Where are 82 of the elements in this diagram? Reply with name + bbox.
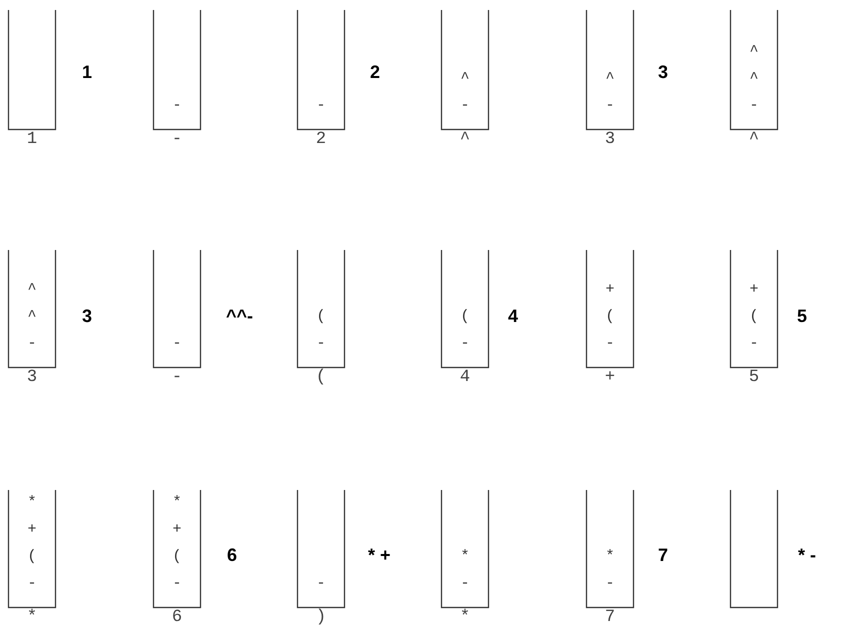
stack-item: - [316, 98, 326, 114]
stack-item: - [749, 336, 758, 352]
output-text: 3 [658, 62, 668, 82]
stack [730, 490, 778, 608]
output-text: 6 [227, 545, 238, 565]
stack-item: - [605, 576, 614, 592]
stack-item: ^ [749, 44, 758, 60]
stack-item: * [605, 549, 614, 565]
stack-item: - [605, 98, 614, 114]
output-text: * + [368, 545, 391, 565]
stack-item: ( [172, 549, 182, 565]
stack-item: - [27, 576, 36, 592]
stack [297, 250, 345, 368]
stack-item: ^ [460, 71, 470, 87]
stack-item: * [27, 495, 36, 511]
input-symbol: 5 [748, 369, 760, 387]
input-symbol: - [170, 369, 184, 387]
stack-item: - [172, 336, 182, 352]
stack-item: - [316, 576, 326, 592]
stack [586, 490, 634, 608]
stack-item: ( [27, 549, 36, 565]
output-text: 5 [797, 306, 808, 326]
stack-item: ( [460, 309, 470, 325]
input-symbol: ) [314, 609, 328, 627]
stack [153, 10, 201, 130]
stack-item: - [605, 336, 614, 352]
output-text: 3 [82, 306, 92, 326]
stack-item: - [460, 336, 470, 352]
input-symbol: * [458, 609, 472, 627]
stack-item: ( [605, 309, 614, 325]
stack [730, 250, 778, 368]
input-symbol: ^ [748, 131, 760, 149]
stack-item: ^ [27, 309, 36, 325]
stack [586, 250, 634, 368]
input-symbol: ( [314, 369, 328, 387]
input-symbol: - [170, 131, 184, 149]
stack [153, 250, 201, 368]
input-symbol: ^ [458, 131, 472, 149]
input-symbol: 6 [170, 609, 184, 627]
output-text: ^^- [226, 306, 254, 326]
output-text: 7 [658, 545, 668, 565]
stack-item: + [605, 282, 614, 298]
stack [297, 490, 345, 608]
stack-item: ^ [605, 71, 614, 87]
stack [441, 250, 489, 368]
stack-item: * [460, 549, 470, 565]
stack [730, 10, 778, 130]
stack-item: * [172, 495, 182, 511]
stack-item: - [172, 576, 182, 592]
stack-item: - [460, 576, 470, 592]
stack-item: + [172, 522, 182, 538]
input-symbol: 1 [26, 131, 38, 149]
stack-item: ^ [749, 71, 758, 87]
stack-item: - [27, 336, 36, 352]
stack-item: - [460, 98, 470, 114]
stack-item: - [316, 336, 326, 352]
stack [441, 10, 489, 130]
stack-item: ^ [27, 282, 36, 298]
output-text: 4 [508, 306, 518, 326]
stack-item: + [749, 282, 758, 298]
stack [8, 10, 56, 130]
stack-item: ( [749, 309, 758, 325]
stack [153, 490, 201, 608]
stack [441, 490, 489, 608]
stack [8, 250, 56, 368]
input-symbol: 3 [604, 131, 616, 149]
stack-item: + [27, 522, 36, 538]
stack-item: - [172, 98, 182, 114]
input-symbol: 4 [458, 369, 472, 387]
input-symbol: 7 [604, 609, 616, 627]
stack-item: - [749, 98, 758, 114]
input-symbol: * [26, 609, 38, 627]
stack [297, 10, 345, 130]
output-text: 1 [82, 62, 92, 82]
input-symbol: 3 [26, 369, 38, 387]
input-symbol: + [604, 369, 616, 387]
stack [586, 10, 634, 130]
output-text: 2 [370, 62, 380, 82]
output-text: * - [798, 545, 816, 565]
input-symbol: 2 [314, 131, 328, 149]
stack-item: ( [316, 309, 326, 325]
stack [8, 490, 56, 608]
